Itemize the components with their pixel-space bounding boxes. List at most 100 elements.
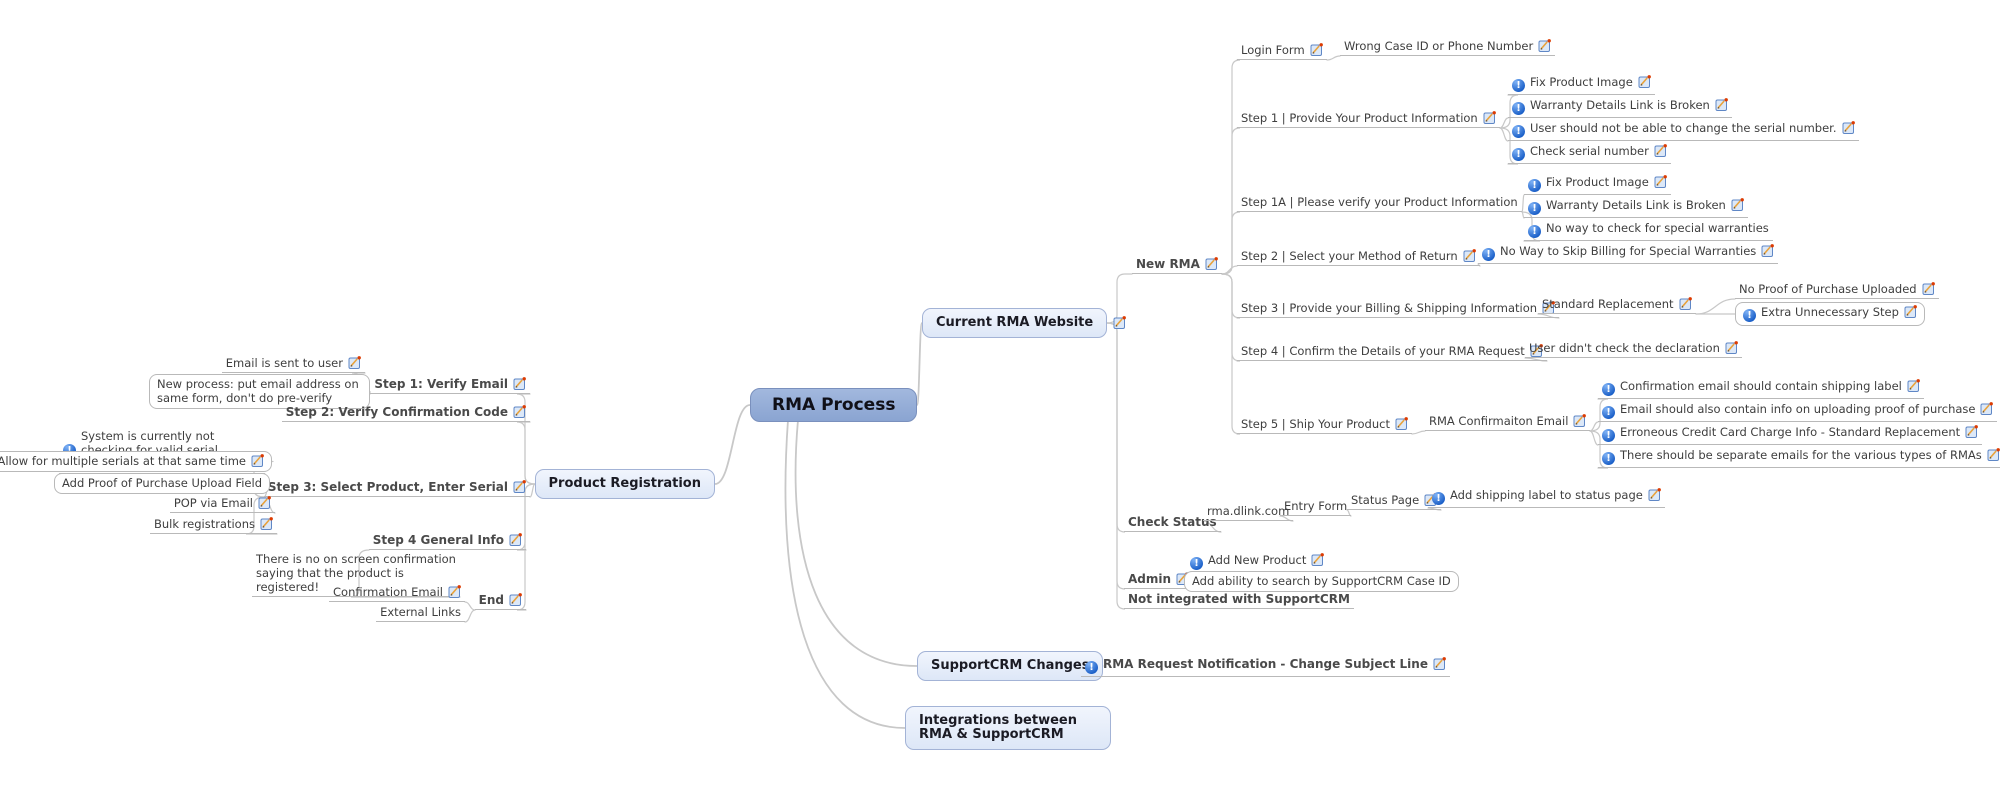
warranty-link-broken-2[interactable]: !Warranty Details Link is Broken — [1524, 197, 1748, 218]
product-registration-label: Product Registration — [548, 476, 701, 491]
standard-replacement[interactable]: Standard Replacement — [1538, 296, 1696, 314]
integrations-rma-supportcrm[interactable]: Integrations between RMA & SupportCRM — [905, 706, 1111, 750]
allow-multiple-serials[interactable]: Allow for multiple serials at that same … — [0, 451, 272, 472]
step3-billing-shipping-label: Step 3 | Provide your Billing & Shipping… — [1241, 301, 1538, 315]
info-exclamation-icon: ! — [1512, 102, 1525, 115]
edit-note-pencil-icon — [1922, 282, 1935, 295]
edit-note-pencil-icon — [1725, 341, 1738, 354]
check-status[interactable]: Check Status — [1124, 514, 1221, 532]
edit-note-pencil-icon — [1538, 39, 1552, 52]
separate-emails-rma-types[interactable]: ! There should be separate emails for the… — [1598, 447, 2000, 468]
edit-note-pencil-icon — [1907, 379, 1920, 392]
not-integrated-supportcrm[interactable]: Not integrated with SupportCRM — [1124, 591, 1354, 609]
rma-confirmation-email-label: RMA Confirmaiton Email — [1429, 414, 1569, 428]
new-rma-label: New RMA — [1136, 257, 1200, 271]
extra-unnecessary-step[interactable]: !Extra Unnecessary Step — [1735, 302, 1925, 326]
user-didnt-check-declaration-label: User didn't check the declaration — [1529, 341, 1720, 355]
confirmation-email-shipping-label[interactable]: !Confirmation email should contain shipp… — [1598, 378, 1924, 399]
edit-note-pencil-icon — [513, 405, 526, 418]
edit-note-pencil-icon — [1205, 257, 1218, 270]
step5-ship-product[interactable]: Step 5 | Ship Your Product — [1237, 416, 1412, 434]
supportcrm-changes[interactable]: SupportCRM Changes — [917, 651, 1104, 681]
step1a-verify[interactable]: Step 1A | Please verify your Product Inf… — [1237, 194, 1522, 212]
bulk-registrations[interactable]: Bulk registrations — [149, 516, 277, 534]
edit-note-pencil-icon — [513, 480, 526, 493]
end[interactable]: End — [474, 592, 526, 610]
info-exclamation-icon: ! — [1602, 429, 1615, 442]
step4-general-info[interactable]: Step 4 General Info — [368, 532, 526, 550]
pop-via-email[interactable]: POP via Email — [169, 495, 275, 513]
step1-provide[interactable]: Step 1 | Provide Your Product Informatio… — [1237, 110, 1500, 128]
info-exclamation-icon: ! — [1528, 225, 1541, 238]
info-exclamation-icon: ! — [1512, 125, 1525, 138]
add-pop-upload-field-label: Add Proof of Purchase Upload Field — [61, 476, 262, 490]
info-exclamation-icon: ! — [1190, 557, 1203, 570]
info-exclamation-icon: ! — [1602, 452, 1615, 465]
allow-multiple-serials-label: Allow for multiple serials at that same … — [0, 454, 246, 468]
warranty-link-broken-1[interactable]: ! Warranty Details Link is Broken — [1508, 97, 1732, 118]
rma-confirmation-email[interactable]: RMA Confirmaiton Email — [1425, 413, 1591, 431]
erroneous-credit-card-label: Erroneous Credit Card Charge Info - Stan… — [1620, 425, 1961, 439]
login-form[interactable]: Login Form — [1237, 42, 1327, 60]
product-registration[interactable]: Product Registration — [534, 469, 715, 499]
step4-confirm-details[interactable]: Step 4 | Confirm the Details of your RMA… — [1237, 343, 1547, 361]
check-serial-number[interactable]: !Check serial number — [1508, 143, 1671, 164]
info-exclamation-icon: ! — [1085, 661, 1098, 674]
edit-note-pencil-icon — [1463, 249, 1476, 262]
no-skip-billing[interactable]: !No Way to Skip Billing for Special Warr… — [1478, 243, 1779, 264]
status-page-label: Status Page — [1351, 493, 1420, 507]
add-shipping-label-status[interactable]: !Add shipping label to status page — [1428, 487, 1665, 508]
no-onscreen-confirmation-label: There is no on screen confirmation sayin… — [256, 552, 456, 594]
info-exclamation-icon: ! — [1602, 383, 1615, 396]
step1-verify-email[interactable]: Step 1: Verify Email — [370, 376, 530, 394]
warranty-link-broken-2-label: Warranty Details Link is Broken — [1546, 198, 1726, 212]
fix-product-image-1[interactable]: !Fix Product Image — [1508, 74, 1655, 95]
info-exclamation-icon: ! — [1743, 309, 1756, 322]
step3-select-product[interactable]: Step 3: Select Product, Enter Serial — [263, 479, 530, 497]
warranty-link-broken-1-label: Warranty Details Link is Broken — [1530, 98, 1710, 112]
step5-ship-product-label: Step 5 | Ship Your Product — [1241, 417, 1390, 431]
edit-note-pencil-icon — [509, 533, 522, 546]
user-should-not-change-serial[interactable]: !User should not be able to change the s… — [1508, 120, 1859, 141]
root[interactable]: RMA Process — [750, 388, 918, 422]
edit-note-pencil-icon — [1715, 98, 1728, 111]
new-process-email[interactable]: New process: put email address on same f… — [149, 374, 370, 409]
rma-request-notification[interactable]: !RMA Request Notification - Change Subje… — [1081, 656, 1450, 677]
fix-product-image-2[interactable]: !Fix Product Image — [1524, 174, 1671, 195]
new-rma[interactable]: New RMA — [1132, 256, 1222, 274]
erroneous-credit-card[interactable]: ! Erroneous Credit Card Charge Info - Sta… — [1598, 424, 1983, 445]
root-label: RMA Process — [772, 395, 896, 415]
no-onscreen-confirmation[interactable]: There is no on screen confirmation sayin… — [252, 551, 460, 597]
step4-confirm-details-label: Step 4 | Confirm the Details of your RMA… — [1241, 344, 1525, 358]
email-sent-to-user-label: Email is sent to user — [225, 356, 343, 370]
standard-replacement-label: Standard Replacement — [1542, 297, 1674, 311]
confirmation-email[interactable]: Confirmation Email — [329, 584, 465, 602]
current-rma-website[interactable]: Current RMA Website — [922, 308, 1127, 338]
no-proof-uploaded[interactable]: No Proof of Purchase Uploaded — [1735, 281, 1939, 299]
external-links[interactable]: External Links — [376, 604, 465, 622]
edit-note-pencil-icon — [1842, 121, 1855, 134]
no-way-check-special-warranties[interactable]: !No way to check for special warranties — [1524, 220, 1773, 241]
edit-note-pencil-icon — [509, 593, 522, 606]
wrong-case-id[interactable]: Wrong Case ID or Phone Number — [1340, 38, 1556, 56]
step2-method-return[interactable]: Step 2 | Select your Method of Return — [1237, 248, 1480, 266]
admin[interactable]: Admin — [1124, 571, 1194, 589]
fix-product-image-2-label: Fix Product Image — [1546, 175, 1649, 189]
email-info-proof-purchase[interactable]: !Email should also contain info on uploa… — [1598, 401, 1998, 422]
email-sent-to-user[interactable]: Email is sent to user — [221, 355, 365, 373]
edit-note-pencil-icon — [1573, 414, 1587, 427]
entry-form[interactable]: Entry Form — [1280, 498, 1352, 516]
rma-dlink-com[interactable]: rma.dlink.com — [1203, 503, 1294, 521]
confirmation-email-label: Confirmation Email — [333, 585, 443, 599]
add-pop-upload-field[interactable]: Add Proof of Purchase Upload Field — [53, 473, 270, 494]
user-didnt-check-declaration[interactable]: User didn't check the declaration — [1525, 340, 1742, 358]
check-status-label: Check Status — [1128, 515, 1217, 529]
step3-billing-shipping[interactable]: Step 3 | Provide your Billing & Shipping… — [1237, 300, 1560, 318]
add-new-product[interactable]: !Add New Product — [1186, 552, 1329, 573]
edit-note-pencil-icon — [1761, 244, 1775, 257]
search-supportcrm-case-id[interactable]: Add ability to search by SupportCRM Case… — [1184, 571, 1459, 592]
not-integrated-supportcrm-label: Not integrated with SupportCRM — [1128, 592, 1350, 606]
step2-verify-code[interactable]: Step 2: Verify Confirmation Code — [281, 404, 530, 422]
edit-note-pencil-icon — [1965, 425, 1979, 438]
separate-emails-rma-types-label: There should be separate emails for the … — [1620, 448, 1982, 462]
